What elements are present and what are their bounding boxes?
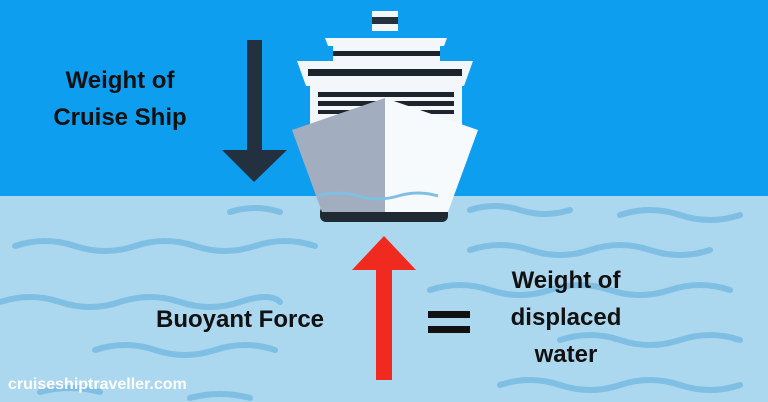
cruise-ship bbox=[292, 11, 478, 222]
weight-of-ship-label: Weight of Cruise Ship bbox=[30, 62, 210, 136]
waves bbox=[0, 203, 743, 401]
buoyant-up-arrow bbox=[352, 236, 416, 380]
weight-of-water-line1: Weight of bbox=[511, 267, 621, 294]
watermark: cruiseshiptraveller.com bbox=[8, 376, 187, 393]
weight-of-ship-line1: Weight of bbox=[65, 67, 175, 94]
equals-sign: = bbox=[428, 311, 470, 333]
weight-of-water-line3: water bbox=[534, 341, 598, 368]
weight-of-water-label: Weight of displaced water bbox=[476, 262, 656, 373]
buoyant-force-label: Buoyant Force bbox=[155, 306, 325, 333]
weight-of-ship-line2: Cruise Ship bbox=[53, 104, 187, 131]
weight-down-arrow bbox=[222, 40, 287, 182]
weight-of-water-line2: displaced bbox=[510, 304, 622, 331]
